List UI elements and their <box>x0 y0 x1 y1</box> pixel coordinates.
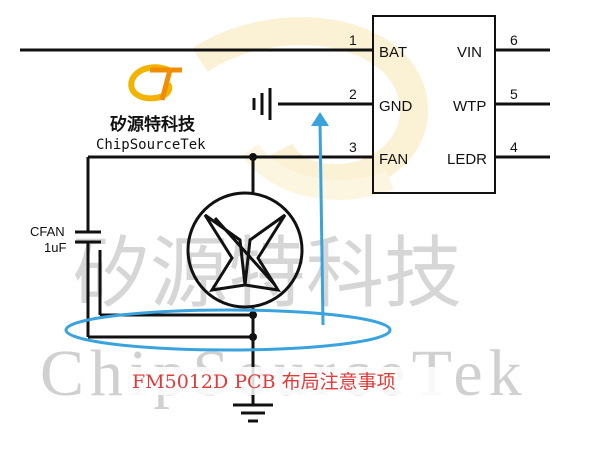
pin1-num: 1 <box>349 32 357 48</box>
caption-backing <box>128 367 450 395</box>
pin4-num: 4 <box>510 139 518 155</box>
pin4-label: LEDR <box>447 151 487 168</box>
caption-text: FM5012D PCB 布局注意事项 <box>132 371 396 393</box>
highlight-arrow-head <box>311 112 329 126</box>
pin6-label: VIN <box>457 44 482 61</box>
pin2-label: GND <box>379 98 413 115</box>
fan-symbol <box>186 191 304 309</box>
logo-en: ChipSourceTek <box>96 137 206 153</box>
cap-name: CFAN <box>30 224 65 239</box>
highlight-ellipse <box>64 308 392 352</box>
pin1-label: BAT <box>379 44 407 61</box>
logo-mark <box>128 64 182 102</box>
gnd-symbol-pin2 <box>252 88 272 120</box>
pin5-label: WTP <box>453 98 486 115</box>
highlight-arrow-line <box>318 121 325 326</box>
logo-cn: 矽源特科技 <box>110 114 196 135</box>
cap-value: 1uF <box>44 240 66 255</box>
pin2-num: 2 <box>349 86 357 102</box>
pin3-label: FAN <box>379 151 408 168</box>
pin5-num: 5 <box>510 86 518 102</box>
ground-symbol <box>233 403 273 423</box>
pin6-num: 6 <box>510 32 518 48</box>
pin3-num: 3 <box>349 139 357 155</box>
